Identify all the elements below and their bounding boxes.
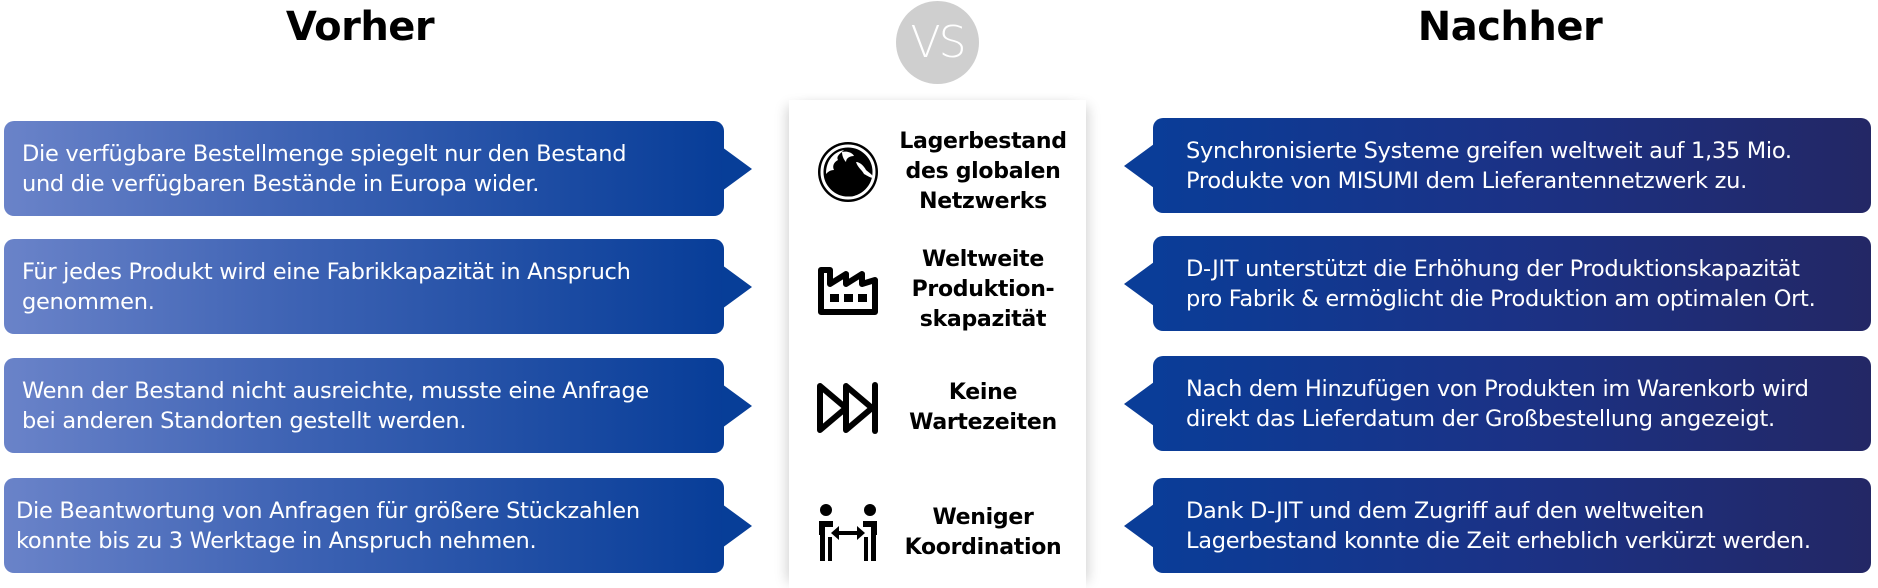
- text-line: Keine: [948, 380, 1018, 405]
- text-line: pro Fabrik & ermöglicht die Produktion a…: [1186, 285, 1816, 312]
- feature-less-coordination: Weniger Koordination: [810, 495, 1080, 571]
- text-line: Netzwerks: [919, 189, 1047, 214]
- globe-icon: [810, 134, 886, 210]
- text-line: Weniger: [932, 505, 1034, 530]
- before-item-text: Wenn der Bestand nicht ausreichte, musst…: [22, 376, 649, 436]
- before-item: Die Beantwortung von Anfragen für größer…: [4, 478, 752, 573]
- text-line: Die verfügbare Bestellmenge spiegelt nur…: [22, 140, 627, 167]
- text-line: Koordination: [904, 535, 1062, 560]
- text-line: Wenn der Bestand nicht ausreichte, musst…: [22, 377, 649, 404]
- text-line: Die Beantwortung von Anfragen für größer…: [16, 497, 640, 524]
- text-line: Weltweite: [922, 247, 1044, 272]
- feature-label: Weltweite Produktion- skapazität: [886, 245, 1080, 335]
- after-item-text: Synchronisierte Systeme greifen weltweit…: [1186, 136, 1792, 196]
- text-line: Synchronisierte Systeme greifen weltweit…: [1186, 137, 1792, 164]
- feature-label: Weniger Koordination: [886, 503, 1080, 563]
- text-line: Dank D-JIT und dem Zugriff auf den weltw…: [1186, 497, 1704, 524]
- text-line: direkt das Lieferdatum der Großbestellun…: [1186, 405, 1775, 432]
- text-line: Lagerbestand konnte die Zeit erheblich v…: [1186, 527, 1811, 554]
- text-line: bei anderen Standorten gestellt werden.: [22, 407, 467, 434]
- text-line: skapazität: [919, 307, 1047, 332]
- fast-forward-icon: [810, 370, 886, 446]
- text-line: D-JIT unterstützt die Erhöhung der Produ…: [1186, 255, 1800, 282]
- after-item-text: Dank D-JIT und dem Zugriff auf den weltw…: [1186, 496, 1811, 556]
- after-item-text: D-JIT unterstützt die Erhöhung der Produ…: [1186, 254, 1816, 314]
- before-item-text: Für jedes Produkt wird eine Fabrikkapazi…: [22, 257, 631, 317]
- text-line: genommen.: [22, 288, 155, 315]
- vs-badge: VS: [896, 1, 979, 84]
- people-exchange-icon: [810, 495, 886, 571]
- text-line: Produktion-: [911, 277, 1055, 302]
- text-line: konnte bis zu 3 Werktage in Anspruch neh…: [16, 527, 537, 554]
- after-item-text: Nach dem Hinzufügen von Produkten im War…: [1186, 374, 1809, 434]
- after-heading: Nachher: [1417, 4, 1603, 50]
- after-item: D-JIT unterstützt die Erhöhung der Produ…: [1124, 236, 1871, 331]
- text-line: des globalen: [905, 159, 1061, 184]
- text-line: Wartezeiten: [909, 410, 1057, 435]
- text-line: Produkte von MISUMI dem Lieferantennetzw…: [1186, 167, 1747, 194]
- feature-production-capacity: Weltweite Produktion- skapazität: [810, 240, 1080, 340]
- text-line: und die verfügbaren Bestände in Europa w…: [22, 170, 540, 197]
- text-line: Für jedes Produkt wird eine Fabrikkapazi…: [22, 258, 631, 285]
- before-heading: Vorher: [285, 4, 435, 50]
- after-item: Synchronisierte Systeme greifen weltweit…: [1124, 118, 1871, 213]
- feature-label: Lagerbestand des globalen Netzwerks: [886, 127, 1080, 217]
- before-item: Die verfügbare Bestellmenge spiegelt nur…: [4, 121, 752, 216]
- feature-label: Keine Wartezeiten: [886, 378, 1080, 438]
- feature-global-inventory: Lagerbestand des globalen Netzwerks: [810, 122, 1080, 222]
- before-item-text: Die verfügbare Bestellmenge spiegelt nur…: [22, 139, 627, 199]
- before-item: Für jedes Produkt wird eine Fabrikkapazi…: [4, 239, 752, 334]
- text-line: Lagerbestand: [899, 129, 1067, 154]
- text-line: Nach dem Hinzufügen von Produkten im War…: [1186, 375, 1809, 402]
- factory-icon: [810, 252, 886, 328]
- before-item: Wenn der Bestand nicht ausreichte, musst…: [4, 358, 752, 453]
- feature-no-waiting: Keine Wartezeiten: [810, 370, 1080, 446]
- after-item: Nach dem Hinzufügen von Produkten im War…: [1124, 356, 1871, 451]
- before-item-text: Die Beantwortung von Anfragen für größer…: [16, 496, 640, 556]
- after-item: Dank D-JIT und dem Zugriff auf den weltw…: [1124, 478, 1871, 573]
